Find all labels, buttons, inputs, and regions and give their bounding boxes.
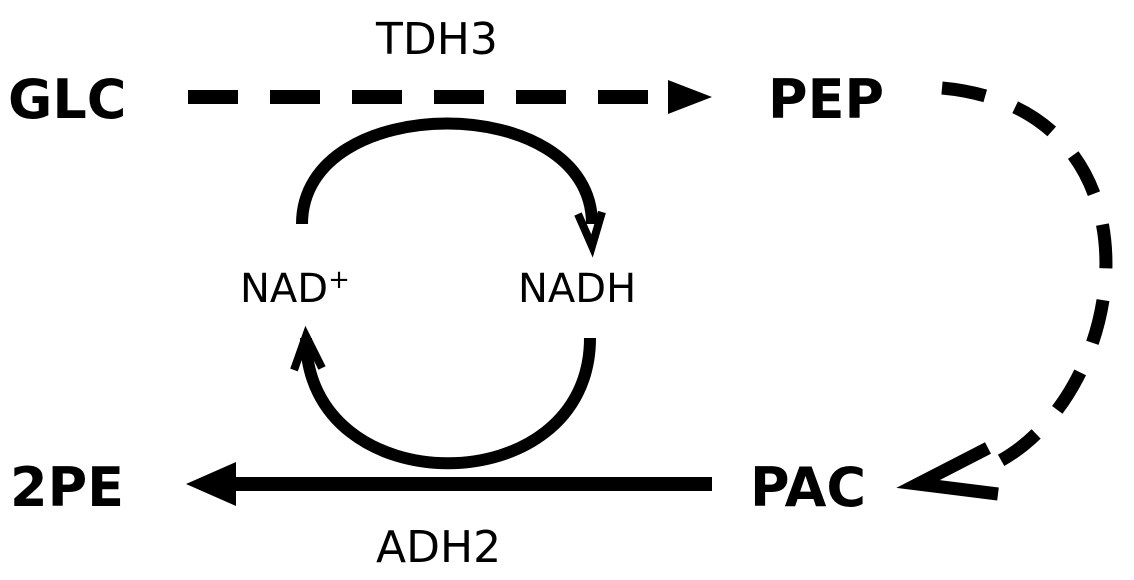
nad-label-base: NAD	[240, 266, 328, 312]
adh2-label: ADH2	[376, 522, 501, 573]
2pe-label: 2PE	[10, 456, 124, 519]
pep-label: PEP	[768, 68, 884, 131]
pep-to-pac-dashed-curve	[941, 81, 1113, 479]
nad-plus-label: NAD+	[240, 265, 350, 312]
glc-to-pep-arrowhead	[668, 80, 712, 114]
nad-to-nadh-arc	[296, 117, 598, 225]
pac-to-2pe-arrowhead	[186, 462, 236, 506]
tdh3-label: TDH3	[375, 14, 498, 65]
nad-plus-superscript: +	[328, 265, 350, 295]
nad-to-nadh-arrowhead	[574, 210, 606, 258]
pep-to-pac-arrowhead	[896, 442, 999, 501]
glc-label: GLC	[8, 68, 126, 131]
nadh-to-nad-arrowhead	[290, 325, 326, 372]
pac-label: PAC	[750, 456, 866, 519]
nadh-to-nad-arc	[300, 337, 596, 470]
nadh-label: NADH	[518, 266, 636, 312]
